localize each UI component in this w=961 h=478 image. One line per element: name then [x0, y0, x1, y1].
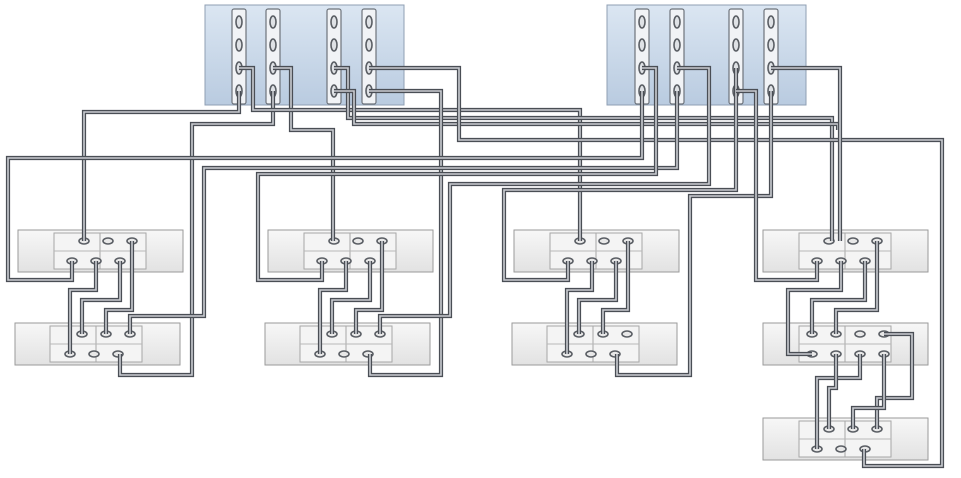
cable-chain3-3 [600, 241, 631, 334]
shelf-chain2-bottom [264, 322, 431, 366]
controller-2-hba-1 [634, 8, 650, 105]
controller-1-hba-2 [265, 8, 281, 105]
cable-c1-d [239, 65, 583, 241]
controller-2-hba-3 [728, 8, 744, 105]
controller-2 [606, 4, 807, 106]
cable-c2-e [501, 68, 739, 283]
cable-chain2-2 [329, 261, 373, 334]
cable-chain4-1 [785, 261, 844, 357]
cable-chain4-7 [850, 354, 887, 429]
cable-c2-d [377, 65, 712, 334]
controller-1-hba-1 [231, 8, 247, 105]
cable-c2-c [255, 65, 659, 283]
controller-2-hba-2 [669, 8, 685, 105]
cables [5, 65, 945, 469]
shelf-chain1-top [17, 229, 184, 273]
cable-c1-g [367, 88, 444, 378]
cable-c1-h [369, 65, 945, 469]
cable-c2-h [736, 88, 820, 283]
shelf-chain2-top [267, 229, 434, 273]
cable-c1-b [117, 91, 276, 378]
cable-chain1-1 [67, 261, 99, 354]
shelf-chain3-top [513, 229, 680, 273]
cable-chain1-3 [103, 241, 135, 334]
controller-1-hba-4 [361, 8, 377, 105]
cable-chain4-4 [814, 354, 863, 449]
controller-2-hba-4 [763, 8, 779, 105]
shelf-chain3-bottom [511, 322, 678, 366]
cable-c2-a [5, 91, 645, 283]
cable-chain4-5 [826, 354, 839, 429]
cable-chain3-2 [576, 261, 619, 334]
cable-chain4-2 [809, 261, 868, 334]
cable-c2-g [614, 91, 774, 378]
shelf-chain4-bottom [762, 417, 929, 461]
cable-c1-a [81, 91, 242, 241]
cable-chain3-1 [564, 261, 595, 354]
cable-c2-b [127, 91, 680, 334]
controller-1-hba-3 [326, 8, 342, 105]
cable-c2-f [771, 65, 843, 241]
cable-chain1-2 [79, 261, 123, 334]
cable-c1-e [334, 65, 835, 241]
cable-chain4-3 [833, 241, 880, 334]
cable-chain2-1 [317, 261, 349, 354]
shelf-chain4-top [762, 229, 929, 273]
shelf-chain1-bottom [14, 322, 181, 366]
controller-1 [204, 4, 405, 106]
cable-chain2-3 [353, 241, 385, 334]
